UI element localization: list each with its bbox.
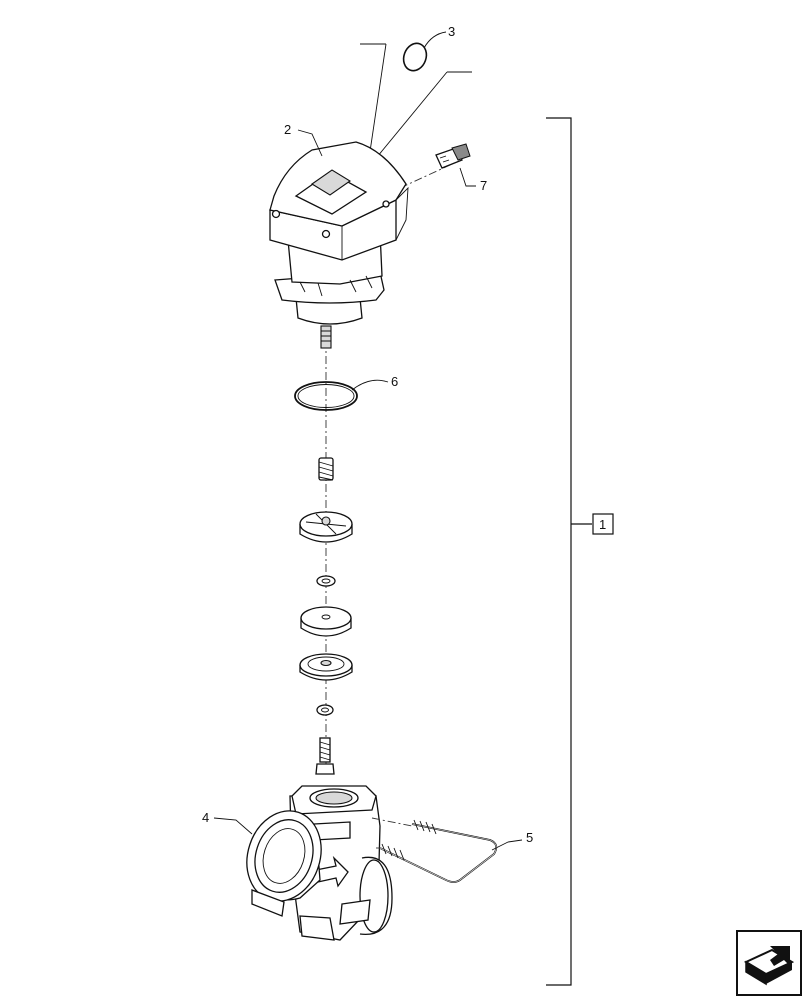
callout-5: 5 (526, 830, 533, 845)
connector-axis (399, 164, 451, 189)
seal-disc (299, 653, 353, 681)
leader-7 (459, 167, 476, 187)
leader-actuator-top-d (367, 71, 448, 169)
callout-2: 2 (284, 122, 291, 137)
leader-6 (351, 379, 389, 391)
actuator-housing (269, 141, 409, 349)
leader-3 (423, 31, 447, 49)
leader-2 (297, 129, 323, 157)
u-bolt (371, 817, 498, 883)
o-ring-small (402, 42, 428, 72)
valve-body (246, 785, 393, 941)
leader-4 (213, 817, 253, 835)
leader-actuator-top-b (367, 43, 387, 166)
next-page-arrow-icon[interactable] (736, 930, 802, 996)
compression-spring (318, 457, 334, 481)
valve-disc-upper (299, 511, 353, 543)
callout-1: 1 (599, 517, 606, 532)
callout-3: 3 (448, 24, 455, 39)
assembly-bracket (546, 117, 572, 986)
threaded-stem (315, 737, 335, 775)
electrical-connector (435, 143, 471, 169)
callout-6: 6 (391, 374, 398, 389)
callout-4: 4 (202, 810, 209, 825)
valve-disc-middle (300, 606, 352, 637)
o-ring-large (294, 381, 358, 411)
callout-1-box (592, 513, 614, 535)
washer-lower (316, 704, 334, 716)
callout-7: 7 (480, 178, 487, 193)
washer-upper (316, 575, 336, 587)
leader-5 (491, 839, 523, 851)
